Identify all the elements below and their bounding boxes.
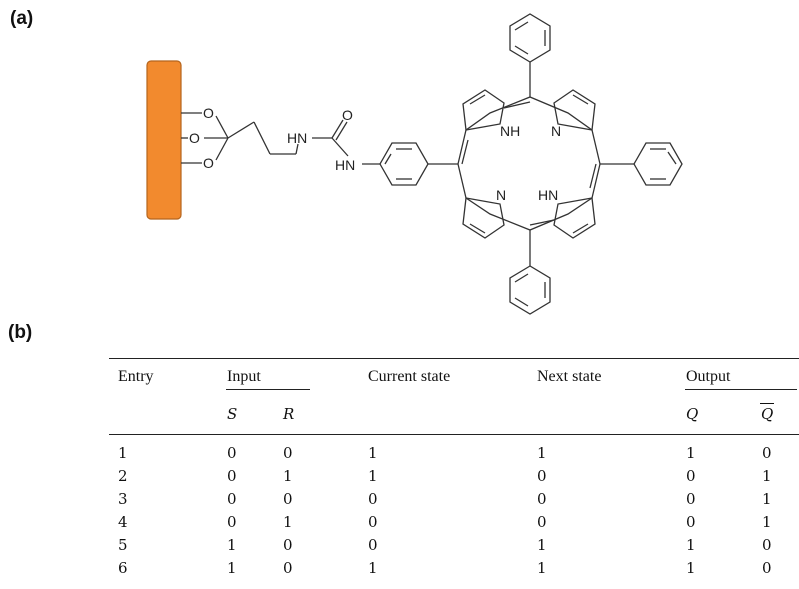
header-entry: Entry <box>118 368 154 385</box>
atom-o-carbonyl: O <box>342 107 353 123</box>
porphyrin-atom-labels: NH N N HN <box>496 123 561 203</box>
cell-q: 0 <box>686 513 696 531</box>
cell-r: 1 <box>283 513 293 531</box>
cell-q-bar: 0 <box>762 536 772 554</box>
cell-s: 0 <box>227 490 237 508</box>
cell-entry: 2 <box>118 467 128 485</box>
cell-s: 0 <box>227 467 237 485</box>
cell-s: 1 <box>227 559 237 577</box>
atom-n-right: N <box>551 123 561 139</box>
linker-bonds <box>181 112 380 165</box>
cell-q: 1 <box>686 444 696 462</box>
cell-current-state: 0 <box>368 536 378 554</box>
header-bottom-rule <box>109 434 799 435</box>
cell-next-state: 1 <box>537 559 547 577</box>
atom-hn-bottom: HN <box>538 187 558 203</box>
substrate-surface <box>146 60 182 220</box>
atom-o-bottom: O <box>203 155 214 171</box>
cell-r: 0 <box>283 536 293 554</box>
input-group-rule <box>226 389 310 390</box>
cell-entry: 6 <box>118 559 128 577</box>
table-top-rule <box>109 358 799 360</box>
cell-current-state: 0 <box>368 490 378 508</box>
cell-r: 0 <box>283 444 293 462</box>
atom-o-top: O <box>203 105 214 121</box>
cell-q: 1 <box>686 559 696 577</box>
cell-r: 0 <box>283 490 293 508</box>
cell-entry: 1 <box>118 444 128 462</box>
subheader-q: Q <box>686 405 699 423</box>
cell-current-state: 1 <box>368 467 378 485</box>
molecule-structure: O O O HN O HN <box>146 13 683 315</box>
cell-q-bar: 0 <box>762 444 772 462</box>
cell-current-state: 1 <box>368 444 378 462</box>
cell-entry: 5 <box>118 536 128 554</box>
cell-q-bar: 1 <box>762 467 772 485</box>
cell-current-state: 1 <box>368 559 378 577</box>
cell-r: 0 <box>283 559 293 577</box>
cell-q: 0 <box>686 490 696 508</box>
atom-nh-top: NH <box>500 123 520 139</box>
atom-hn-upper: HN <box>287 130 307 146</box>
atom-n-left: N <box>496 187 506 203</box>
cell-next-state: 1 <box>537 444 547 462</box>
subheader-q-bar: Q <box>759 403 775 423</box>
atom-hn-lower: HN <box>335 157 355 173</box>
porphyrin-core <box>457 62 634 266</box>
cell-s: 0 <box>227 513 237 531</box>
output-group-rule <box>685 389 797 390</box>
phenyl-ring-bottom <box>509 265 551 315</box>
header-output: Output <box>686 368 731 385</box>
cell-s: 1 <box>227 536 237 554</box>
linker-atom-labels: O O O HN O HN <box>189 105 355 173</box>
cell-current-state: 0 <box>368 513 378 531</box>
cell-next-state: 1 <box>537 536 547 554</box>
cell-s: 0 <box>227 444 237 462</box>
atom-o-middle: O <box>189 130 200 146</box>
phenyl-linker-ring <box>379 142 458 186</box>
subheader-s: S <box>227 405 238 423</box>
header-input: Input <box>227 368 261 385</box>
cell-r: 1 <box>283 467 293 485</box>
cell-q: 0 <box>686 467 696 485</box>
cell-q-bar: 1 <box>762 513 772 531</box>
cell-entry: 3 <box>118 490 128 508</box>
cell-q-bar: 0 <box>762 559 772 577</box>
panel-label-a: (a) <box>10 8 34 29</box>
q-bar-label: Q <box>759 403 775 423</box>
cell-next-state: 0 <box>537 513 547 531</box>
cell-entry: 4 <box>118 513 128 531</box>
cell-q: 1 <box>686 536 696 554</box>
header-next-state: Next state <box>537 368 602 385</box>
cell-next-state: 0 <box>537 490 547 508</box>
phenyl-ring-top <box>509 13 551 63</box>
cell-next-state: 0 <box>537 467 547 485</box>
subheader-r: R <box>283 405 295 423</box>
header-current-state: Current state <box>368 368 451 385</box>
cell-q-bar: 1 <box>762 490 772 508</box>
phenyl-ring-right <box>633 142 683 186</box>
panel-label-b: (b) <box>8 322 33 343</box>
